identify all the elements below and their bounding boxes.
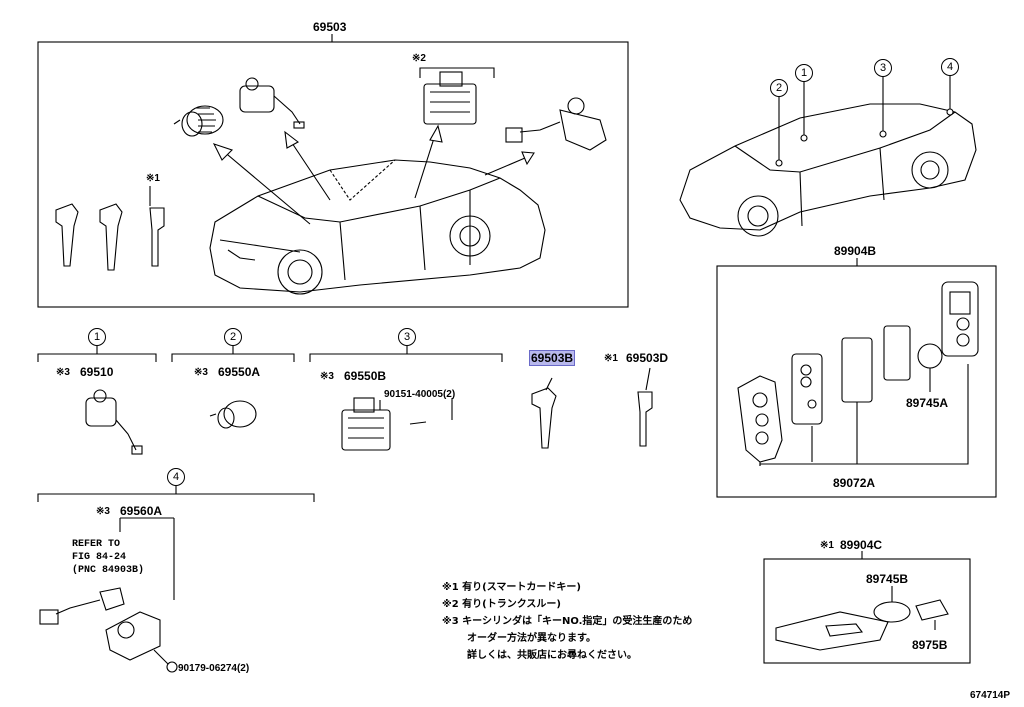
note-3-line-3: 詳しくは、共販店にお尋ねください。 xyxy=(467,650,637,661)
figure-id: 674714P xyxy=(970,690,1011,701)
label-69560a[interactable]: 69560A xyxy=(120,504,163,518)
note-3-line-2: オーダー方法が異なります。 xyxy=(467,633,596,644)
part-69503b-key-illustration xyxy=(531,377,557,449)
label-89904c[interactable]: 89904C xyxy=(840,538,883,552)
mark-3-69510: ※3 xyxy=(56,367,70,378)
smart-key-illustration xyxy=(737,281,979,466)
refer-line-1: REFER TO xyxy=(72,539,121,550)
label-69503d[interactable]: 69503D xyxy=(626,351,669,365)
circle-2-section[interactable]: 2 xyxy=(224,328,242,346)
card-key-illustration xyxy=(775,586,949,651)
label-69510[interactable]: 69510 xyxy=(80,365,114,379)
label-89904b[interactable]: 89904B xyxy=(834,244,877,258)
mark-3-69560a: ※3 xyxy=(96,506,110,517)
mark-2-main: ※2 xyxy=(412,53,426,64)
label-8975b[interactable]: 8975B xyxy=(912,638,948,652)
keys-illustration xyxy=(55,203,165,271)
ignition-assembly-illustration xyxy=(239,77,305,129)
mark-3-69550a: ※3 xyxy=(194,367,208,378)
label-69550a[interactable]: 69550A xyxy=(218,365,261,379)
lock-cylinder-illustration xyxy=(173,105,224,137)
kit-69503-box xyxy=(37,41,629,308)
circle-3-section[interactable]: 3 xyxy=(398,328,416,346)
mark-1-main: ※1 xyxy=(146,173,160,184)
label-69503b[interactable]: 69503B xyxy=(528,350,576,366)
label-89745b[interactable]: 89745B xyxy=(866,572,909,586)
mark-1-69503d: ※1 xyxy=(604,353,618,364)
mark-1-89904c: ※1 xyxy=(820,540,834,551)
kit-89904c-box xyxy=(763,558,971,664)
part-69503d-key-illustration xyxy=(637,367,653,447)
label-90151-40005[interactable]: 90151-40005(2) xyxy=(384,389,456,400)
part-69550a-illustration xyxy=(209,400,257,429)
label-89072a[interactable]: 89072A xyxy=(833,476,876,490)
car-illustration-main xyxy=(209,159,546,295)
arrows-main xyxy=(212,124,535,225)
note-1: ※1 有り(スマートカードキー) xyxy=(442,582,582,593)
part-69550b-illustration xyxy=(341,397,427,451)
car-illustration-right xyxy=(679,74,977,237)
label-89745a[interactable]: 89745A xyxy=(906,396,949,410)
steering-lock-illustration xyxy=(505,97,607,151)
circle-2-car[interactable]: 2 xyxy=(770,79,788,97)
label-90179-06274[interactable]: 90179-06274(2) xyxy=(178,663,250,674)
note-2: ※2 有り(トランクスルー) xyxy=(442,599,562,610)
refer-line-2[interactable]: FIG 84-24 xyxy=(72,552,127,563)
circle-4-section[interactable]: 4 xyxy=(167,468,185,486)
label-69503b-highlight: 69503B xyxy=(528,350,576,366)
part-69510-illustration xyxy=(85,389,143,455)
circle-3-car[interactable]: 3 xyxy=(874,59,892,77)
circle-1-car[interactable]: 1 xyxy=(795,64,813,82)
circle-1-section[interactable]: 1 xyxy=(88,328,106,346)
label-69503[interactable]: 69503 xyxy=(313,20,347,34)
note-3: ※3 キーシリンダは「キーNO.指定」の受注生産のため xyxy=(442,616,693,627)
circle-4-car[interactable]: 4 xyxy=(941,58,959,76)
trunk-cylinder-illustration xyxy=(423,71,477,125)
mark-3-69550b: ※3 xyxy=(320,371,334,382)
label-69550b[interactable]: 69550B xyxy=(344,369,387,383)
refer-line-3: (PNC 84903B) xyxy=(72,565,145,576)
part-69560a-illustration xyxy=(39,517,178,673)
